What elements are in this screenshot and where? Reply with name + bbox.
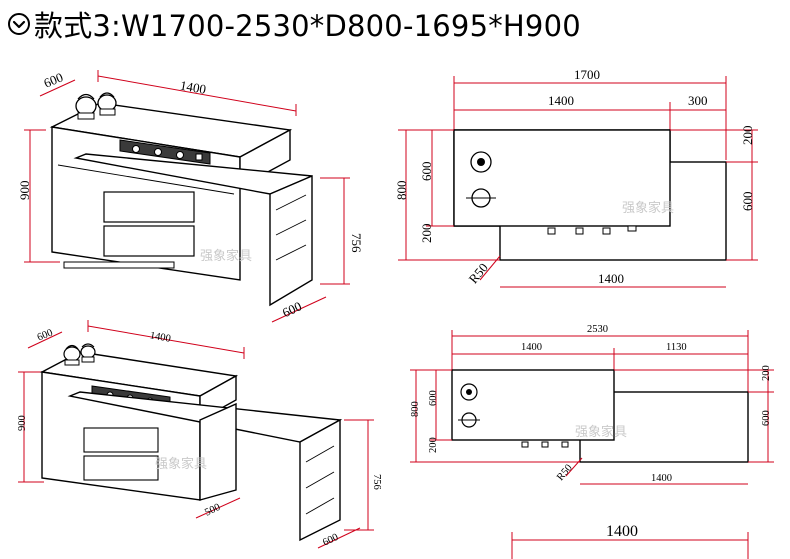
closed-plan-view: 1700 1400 300 800 600 200 200 600 [394,67,758,288]
dim-bottom-width: 1400 [651,473,672,484]
dim-line [27,331,63,349]
dim-total-width: 2530 [587,324,608,335]
dim-height: 900 [17,181,32,201]
control-panel [119,139,211,165]
dim-radius: R50 [555,463,575,483]
dim-front-offset: 200 [428,437,439,453]
dim-line [87,325,245,354]
footer-dimension: 1400 [511,523,749,559]
base-plinth [63,261,175,269]
dim-line [479,255,501,281]
drawer [103,225,195,257]
shelf [305,471,335,489]
dim-radius: R50 [465,260,490,286]
dim-counter-depth: 600 [428,390,439,406]
watermark: 强象家具 [575,424,627,440]
dim-side-depth: 600 [280,298,304,320]
dim-side-height: 756 [371,474,382,490]
open-plan-view: 2530 1400 1130 800 600 200 200 600 R50 [410,324,774,485]
page-title: 款式3:W1700-2530*D800-1695*H900 [34,9,581,43]
dim-extension-offset: 200 [761,365,772,381]
dim-footer-width: 1400 [606,523,638,540]
open-shelf [199,402,237,501]
watermark: 强象家具 [155,456,207,472]
dim-depth: 600 [41,69,65,90]
drawer [103,191,195,223]
dim-extension-depth: 600 [740,192,755,212]
drawer [83,427,159,453]
dim-gap: 500 [203,502,222,519]
dim-side-height: 756 [349,233,364,253]
knob-icon [176,151,184,159]
dim-line [271,296,327,323]
shelf [305,497,335,515]
dim-line [317,527,361,549]
closed-3d-view: 600 1400 900 [17,69,364,323]
shelf [275,194,307,211]
dim-depth: 800 [410,401,421,417]
shelf [305,445,335,463]
dim-bottom-width: 1400 [598,271,624,286]
knob-icon [154,148,162,156]
dim-counter-depth: 600 [419,162,434,182]
shelf [275,244,307,261]
dim-total-width: 1700 [574,67,600,82]
dim-width: 1400 [179,78,207,97]
kettle-icon [80,343,96,363]
cup-center [477,158,485,166]
kettle-icon [75,93,97,120]
counter-top [451,369,615,441]
knob-row [547,225,637,235]
knob-row [521,441,569,448]
title-bar: 款式3:W1700-2530*D800-1695*H900 [6,4,581,44]
dim-width: 1400 [149,330,172,344]
dim-extension-depth: 600 [761,410,772,426]
dim-height: 900 [17,415,28,431]
watermark: 强象家具 [200,248,252,264]
dim-depth: 800 [394,181,409,201]
kettle-icon [63,344,81,366]
dim-depth: 600 [36,327,55,343]
edge [57,164,235,195]
dim-line [97,75,297,112]
dim-line [195,497,241,519]
knob-icon [132,145,140,153]
circle-chevron-down-icon [8,13,30,35]
drawer [83,455,159,481]
cup-center [466,389,472,395]
counter-top [453,129,671,227]
open-3d-view: 600 1400 900 [17,320,382,549]
dim-extension-offset: 200 [740,126,755,146]
dim-counter-width: 1400 [548,93,574,108]
dim-side-depth: 600 [321,532,340,549]
watermark: 强象家具 [622,200,674,216]
dim-line [39,79,76,97]
shelf [275,219,307,236]
dim-front-offset: 200 [419,224,434,244]
dim-extension-width: 1130 [666,342,687,353]
dim-extension-width: 300 [688,93,708,108]
dim-line [565,457,583,477]
lock-icon [195,153,203,161]
dim-counter-width: 1400 [521,342,542,353]
kettle-icon [97,92,117,116]
